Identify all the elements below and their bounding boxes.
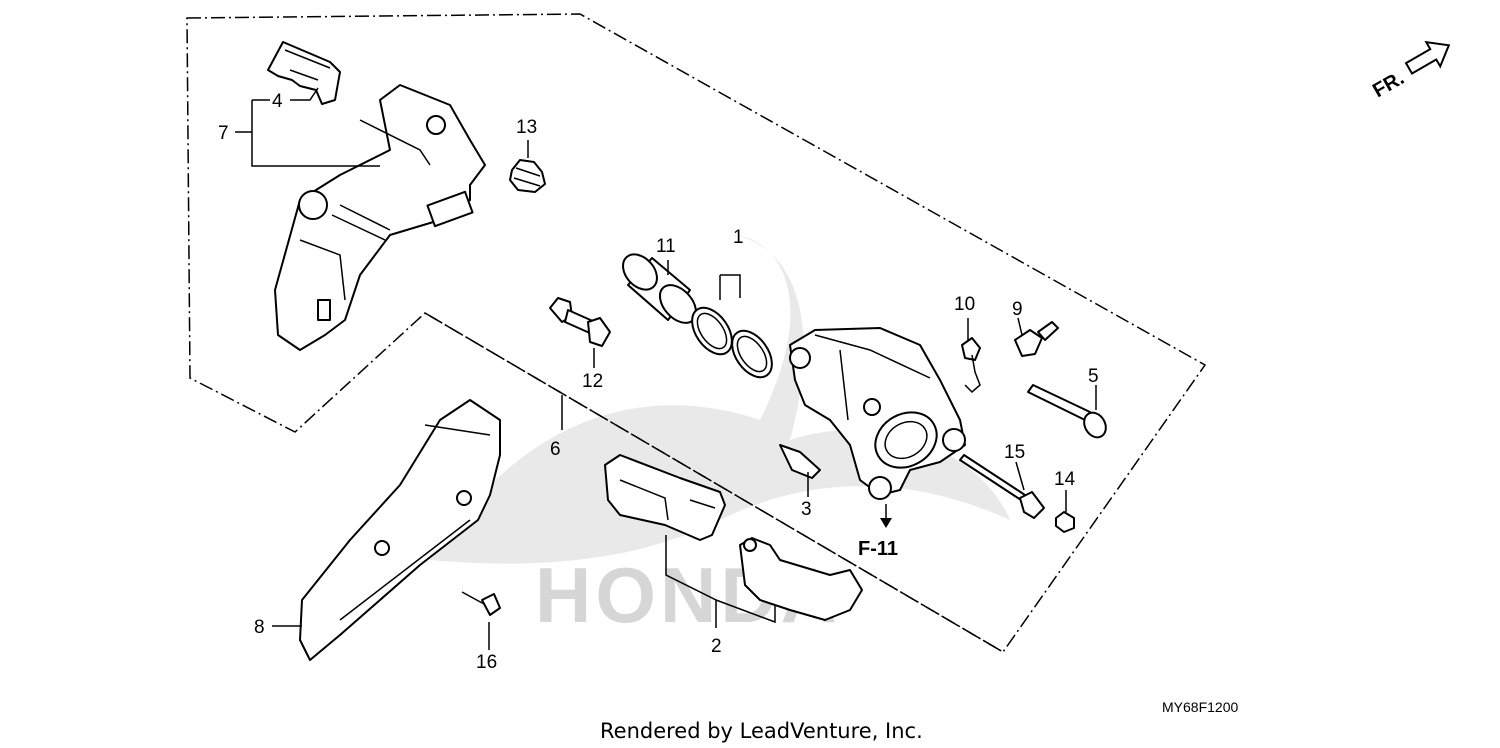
part-4-pad-spring[interactable] <box>267 41 341 105</box>
part-15-pad-pin[interactable] <box>959 454 1045 519</box>
part-2-brake-pad-lower[interactable] <box>739 537 863 621</box>
callout-16: 16 <box>476 652 497 673</box>
leader-lines <box>235 87 1097 650</box>
callout-2: 2 <box>711 636 722 657</box>
callout-13: 13 <box>516 117 537 138</box>
credit-text: Rendered by LeadVenture, Inc. <box>600 719 923 743</box>
part-8-disc-guard[interactable] <box>299 399 501 661</box>
part-2-brake-pad-upper[interactable] <box>604 454 726 541</box>
front-label: FR. <box>1369 67 1408 102</box>
reference-label[interactable]: F-11 <box>858 538 898 560</box>
callout-3: 3 <box>801 499 812 520</box>
part-11-piston[interactable] <box>616 248 703 330</box>
part-9-bleeder-screw[interactable] <box>1014 321 1059 357</box>
callout-11: 11 <box>656 236 676 257</box>
part-7-caliper-bracket[interactable] <box>274 84 486 351</box>
part-10-bleeder-cap[interactable] <box>961 337 981 394</box>
callout-7: 7 <box>218 123 229 144</box>
callout-4: 4 <box>272 91 283 112</box>
part-13-plug[interactable] <box>509 159 546 193</box>
part-3-pad-retainer[interactable] <box>779 444 821 479</box>
part-16-bolt[interactable] <box>461 591 501 616</box>
front-direction-indicator: FR. <box>1369 40 1451 102</box>
caliper-bracket-group-outline <box>186 13 1207 653</box>
callout-8: 8 <box>254 617 265 638</box>
callout-15: 15 <box>1004 442 1025 463</box>
caliper-body[interactable] <box>789 327 966 500</box>
callout-5: 5 <box>1088 366 1099 387</box>
callout-1: 1 <box>733 227 744 248</box>
callout-14: 14 <box>1054 469 1076 490</box>
callout-9: 9 <box>1012 299 1023 320</box>
part-5-pin-bolt[interactable] <box>1027 384 1110 441</box>
part-12-pin-bolt[interactable] <box>549 297 611 347</box>
callout-12: 12 <box>582 371 603 392</box>
callout-6: 6 <box>550 439 561 460</box>
part-14-nut[interactable] <box>1055 511 1075 533</box>
callout-10: 10 <box>954 294 975 315</box>
pad-group-outline <box>424 312 1004 653</box>
front-arrow-icon <box>1404 40 1451 75</box>
part-1-piston-seal-set[interactable] <box>684 301 780 385</box>
diagram-code: MY68F1200 <box>1162 699 1238 715</box>
